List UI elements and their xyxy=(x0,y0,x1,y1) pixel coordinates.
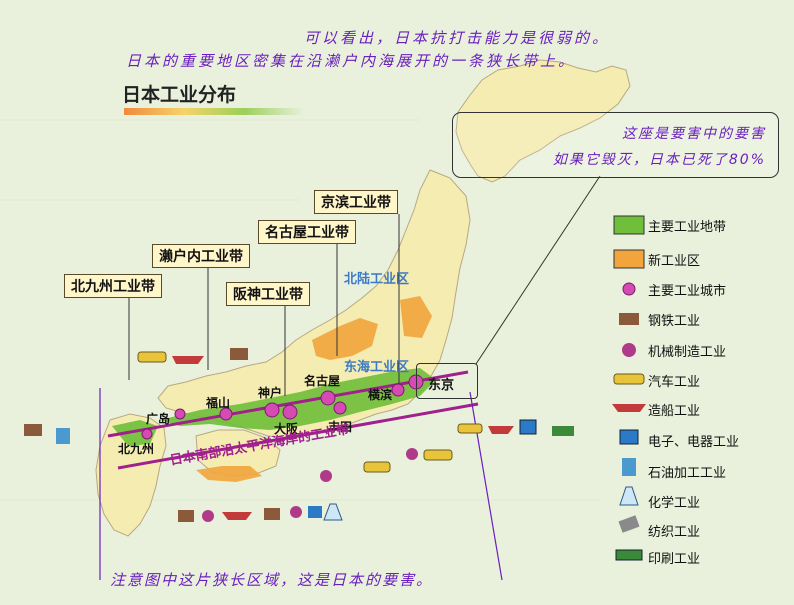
legend-item-city: 主要工业城市 xyxy=(648,283,727,299)
legend-symbols xyxy=(612,215,646,561)
city-label-fukuyama: 福山 xyxy=(206,396,231,410)
machinery-icon xyxy=(622,343,636,357)
legend-item-textile: 纺织工业 xyxy=(648,524,701,540)
major-industrial-belt-icon xyxy=(613,215,645,235)
major-industrial-city-icon xyxy=(622,282,636,296)
city-dot-osaka xyxy=(282,404,298,420)
legend-item-steel: 钢铁工业 xyxy=(648,313,701,329)
city-label-kobe: 神户 xyxy=(258,386,283,400)
callout-connector xyxy=(475,175,601,365)
steel-icon xyxy=(619,313,639,325)
car-icon xyxy=(613,373,645,385)
chemical-icon xyxy=(619,486,639,506)
kyushu-island xyxy=(95,413,167,537)
belt-label-hanshin: 阪神工业带 xyxy=(226,282,310,306)
city-dot-kobe xyxy=(264,402,280,418)
car-icon xyxy=(363,461,391,473)
city-dot-nagoya xyxy=(320,390,336,406)
map-title: 日本工业分布 xyxy=(122,84,237,106)
hokkaido-island xyxy=(455,59,631,183)
bottom-note: 注意图中这片狭长区域，这是日本的要害。 xyxy=(110,571,434,589)
city-label-toyota: 丰田 xyxy=(328,420,353,434)
belt-label-setouchi: 濑户内工业带 xyxy=(152,244,250,268)
electronics-icon xyxy=(519,419,537,435)
callout-line-2: 如果它毁灭，日本已死了80% xyxy=(552,152,766,168)
legend-item-electronics: 电子、电器工业 xyxy=(648,434,740,450)
oil-refinery-icon xyxy=(622,458,636,476)
belt-leaders xyxy=(128,214,400,396)
legend-item-ship: 造船工业 xyxy=(648,403,701,419)
legend-item-belt: 主要工业地带 xyxy=(648,219,727,235)
printing-icon xyxy=(552,426,574,436)
legend-item-chemical: 化学工业 xyxy=(648,495,701,511)
machinery-icon xyxy=(290,506,302,518)
tokyo-callout: 这座是要害中的要害 如果它毁灭，日本已死了80% xyxy=(452,112,779,178)
belt-label-nagoya: 名古屋工业带 xyxy=(258,220,356,244)
textile-icon xyxy=(618,515,640,533)
electronics-icon xyxy=(308,506,322,518)
car-icon xyxy=(137,351,167,363)
steel-icon xyxy=(24,424,42,436)
ship-icon xyxy=(612,404,646,412)
steel-icon xyxy=(178,510,194,522)
new-zones xyxy=(196,296,432,482)
industry-icons xyxy=(24,348,574,522)
car-icon xyxy=(457,423,483,434)
ship-icon xyxy=(222,512,252,520)
city-dot-hiroshima xyxy=(174,408,186,420)
city-label-hiroshima: 广岛 xyxy=(146,412,171,426)
region-tokai: 东海工业区 xyxy=(344,360,410,375)
city-dot-kitakyushu xyxy=(141,428,153,440)
region-hokuriku: 北陆工业区 xyxy=(344,272,410,287)
city-label-nagoya: 名古屋 xyxy=(304,374,341,388)
steel-icon xyxy=(230,348,248,360)
header-line-1: 可以看出，日本抗打击能力是很弱的。 xyxy=(304,29,611,47)
ship-icon xyxy=(172,356,204,364)
city-label-tokyo: 东京 xyxy=(428,378,455,393)
header-line-2: 日本的重要地区密集在沿濑户内海展开的一条狭长带上。 xyxy=(126,52,577,70)
pacific-band xyxy=(107,370,479,470)
oil-refinery-icon xyxy=(56,428,70,444)
legend-item-new-zone: 新工业区 xyxy=(648,253,701,269)
legend-item-oil: 石油加工工业 xyxy=(648,465,727,481)
machinery-icon xyxy=(406,448,418,460)
city-dot-yokohama xyxy=(391,383,405,397)
steel-icon xyxy=(264,508,280,520)
city-label-kitakyushu: 北九州 xyxy=(118,442,155,456)
belt-label-kitakyushu: 北九州工业带 xyxy=(64,274,162,298)
annotation-line-right xyxy=(469,391,503,581)
electronics-icon xyxy=(619,429,639,445)
belt-label-keihin: 京滨工业带 xyxy=(314,190,398,214)
city-dot-toyota xyxy=(333,401,347,415)
city-markers xyxy=(141,374,424,440)
tokyo-highlight-box xyxy=(416,363,478,399)
printing-icon xyxy=(615,549,643,561)
chemical-icon xyxy=(323,503,343,521)
city-dot-fukuyama xyxy=(219,407,233,421)
new-industrial-zone-icon xyxy=(613,249,645,269)
callout-line-1: 这座是要害中的要害 xyxy=(622,126,766,142)
machinery-icon xyxy=(320,470,332,482)
legend-item-printing: 印刷工业 xyxy=(648,551,701,567)
legend-item-car: 汽车工业 xyxy=(648,374,701,390)
car-icon xyxy=(423,449,453,461)
legend-item-machinery: 机械制造工业 xyxy=(648,344,727,360)
city-label-yokohama: 横滨 xyxy=(368,388,393,402)
city-label-osaka: 大阪 xyxy=(274,422,299,436)
title-underline xyxy=(124,108,304,115)
machinery-icon xyxy=(202,510,214,522)
ship-icon xyxy=(488,426,514,434)
